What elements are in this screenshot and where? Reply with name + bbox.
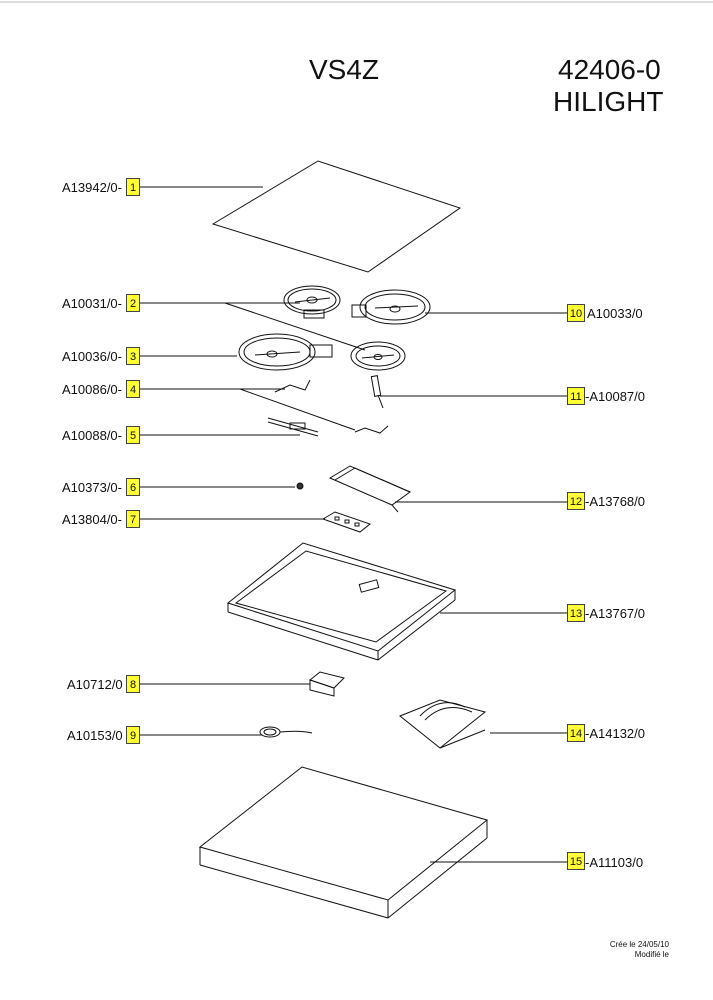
badge-9[interactable]: 9	[126, 726, 140, 744]
model-title: VS4Z	[309, 54, 380, 85]
part-code-1: A13942/0-	[62, 180, 122, 195]
radiant-element-large	[238, 333, 333, 371]
badge-3[interactable]: 3	[126, 347, 140, 365]
series-title: HILIGHT	[553, 86, 664, 117]
manual-booklet-part-14	[399, 699, 487, 749]
badge-4[interactable]: 4	[126, 380, 140, 398]
bracket-part-4	[274, 379, 389, 434]
rod-part-5	[267, 417, 319, 437]
radiant-element-center	[350, 341, 406, 371]
badge-1[interactable]: 1	[126, 178, 140, 196]
part-number-title: 42406-0	[558, 54, 661, 85]
part-code-4: A10086/0-	[62, 382, 122, 397]
connector-part-8	[308, 671, 345, 697]
footer-modified: Modifié le	[634, 950, 669, 959]
part-code-5: A10088/0-	[62, 428, 122, 443]
part-code-3: A10036/0-	[62, 349, 122, 364]
channel-bracket-part-12	[328, 465, 412, 513]
part-code-15: -A11103/0	[585, 855, 644, 870]
badge-6[interactable]: 6	[126, 478, 140, 496]
radiant-element-right	[351, 289, 431, 325]
footer-created: Crée le 24/05/10	[609, 940, 669, 949]
part-code-11: -A10087/0	[585, 389, 645, 404]
badge-5[interactable]: 5	[126, 426, 140, 444]
badge-14[interactable]: 14	[567, 724, 585, 742]
limiter-part-11	[370, 375, 384, 409]
cable-coil-part-9	[259, 726, 313, 738]
small-nut-part-6	[296, 482, 304, 490]
badge-12[interactable]: 12	[567, 492, 585, 510]
part-code-2: A10031/0-	[62, 296, 122, 311]
part-code-6: A10373/0-	[62, 480, 122, 495]
part-code-7: A13804/0-	[62, 512, 122, 527]
part-code-8: A10712/0	[67, 677, 123, 692]
badge-10[interactable]: 10	[567, 304, 585, 322]
badge-15[interactable]: 15	[567, 852, 585, 870]
badge-2[interactable]: 2	[126, 294, 140, 312]
badge-7[interactable]: 7	[126, 510, 140, 528]
part-code-14: -A14132/0	[585, 726, 645, 741]
part-code-9: A10153/0	[67, 728, 123, 743]
part-code-13: -A13767/0	[585, 606, 645, 621]
leader-4b	[239, 388, 356, 431]
badge-11[interactable]: 11	[567, 387, 585, 405]
part-code-12: -A13768/0	[585, 494, 645, 509]
badge-13[interactable]: 13	[567, 604, 585, 622]
tray-part-13	[226, 542, 457, 661]
terminal-block-part-7	[321, 511, 372, 533]
badge-8[interactable]: 8	[126, 675, 140, 693]
leader-2b	[224, 302, 366, 351]
packaging-box-part-15	[198, 766, 489, 919]
part-code-10: A10033/0	[587, 306, 643, 321]
radiant-element-small	[283, 285, 341, 319]
glass-top-plate	[211, 160, 462, 273]
